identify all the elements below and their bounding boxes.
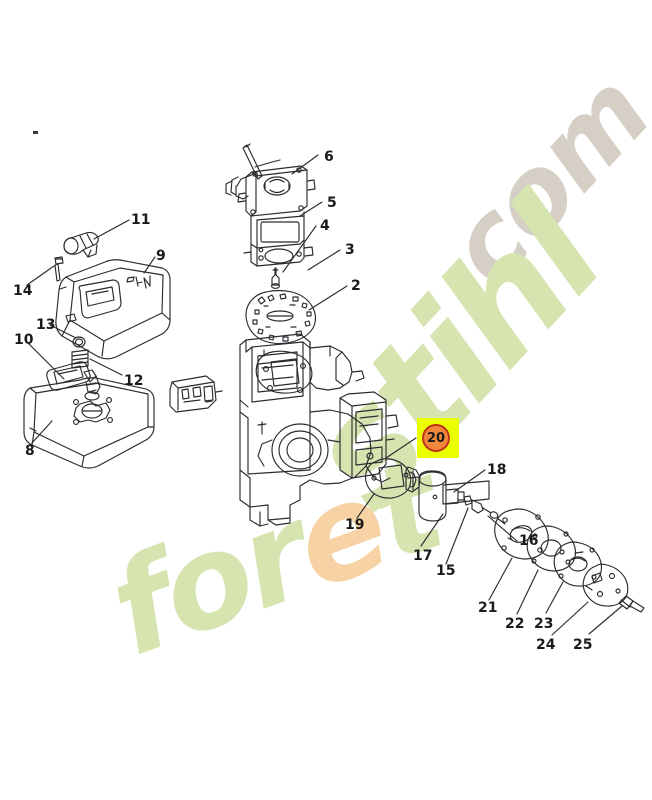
part-oring-13 — [72, 336, 86, 348]
part-filter-cover-9 — [55, 259, 171, 360]
callout-number-5[interactable]: 5 — [327, 195, 337, 211]
callout-number-11[interactable]: 11 — [131, 212, 151, 228]
part-diaphragm-21 — [494, 508, 549, 560]
callout-number-8[interactable]: 8 — [25, 443, 35, 459]
part-baseplate-8 — [23, 377, 155, 469]
part-link-16 — [574, 551, 584, 554]
scan-speck-artifact — [33, 131, 38, 134]
part-bracket-unnumbered — [169, 375, 223, 413]
callout-number-24[interactable]: 24 — [536, 637, 556, 653]
callout-number-14[interactable]: 14 — [13, 283, 33, 299]
callout-number-13[interactable]: 13 — [36, 317, 56, 333]
callout-number-9[interactable]: 9 — [156, 248, 166, 264]
callout-number-4[interactable]: 4 — [320, 218, 330, 234]
part-pump-body-17 — [418, 470, 465, 522]
callout-number-25[interactable]: 25 — [573, 637, 593, 653]
part-screw-14 — [54, 256, 64, 282]
callout-number-18[interactable]: 18 — [487, 462, 507, 478]
callout-number-19[interactable]: 19 — [345, 517, 365, 533]
callout-number-17[interactable]: 17 — [413, 548, 433, 564]
part-screw-25 — [618, 595, 645, 613]
highlight-badge-20[interactable]: 20 — [417, 418, 459, 458]
callout-number-6[interactable]: 6 — [324, 149, 334, 165]
callout-number-10[interactable]: 10 — [14, 332, 34, 348]
callout-number-22[interactable]: 22 — [505, 616, 525, 632]
leader-lines — [25, 154, 623, 636]
part-diaphragm-23 — [553, 541, 603, 587]
part-spacer-5 — [270, 267, 281, 289]
callout-number-15[interactable]: 15 — [436, 563, 456, 579]
part-engine-body — [239, 333, 399, 527]
part-needle-15 — [463, 495, 506, 525]
callout-number-16[interactable]: 16 — [519, 533, 539, 549]
part-carburetor — [225, 143, 316, 267]
part-18-bracket — [442, 480, 490, 505]
part-gasket-22 — [526, 525, 577, 572]
callout-number-3[interactable]: 3 — [345, 242, 355, 258]
highlight-badge-number: 20 — [426, 430, 446, 446]
callout-number-23[interactable]: 23 — [534, 616, 554, 632]
part-knob-11 — [63, 231, 99, 258]
callout-number-2[interactable]: 2 — [351, 278, 361, 294]
callout-number-21[interactable]: 21 — [478, 600, 498, 616]
part-spring-12 — [71, 349, 89, 369]
highlight-badge-circle: 20 — [422, 424, 450, 452]
callout-number-12[interactable]: 12 — [124, 373, 144, 389]
